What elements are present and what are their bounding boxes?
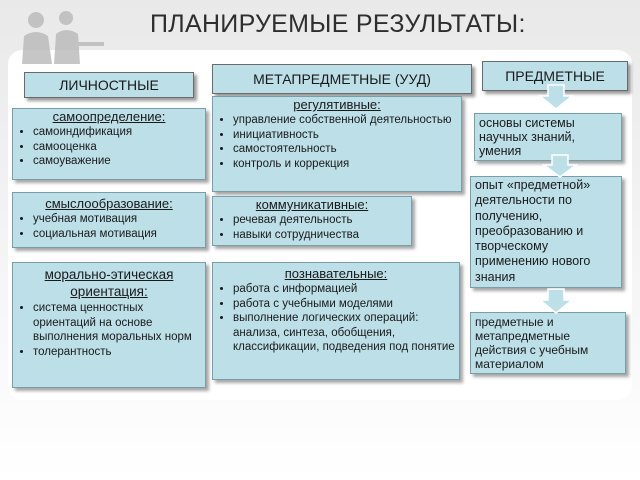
list-item: социальная мотивация [33,227,205,242]
list-item: работа с учебными моделями [233,297,459,312]
section-title: познавательные: [284,266,388,281]
subject-knowledge-basis: основы системы научных знаний, умения [474,113,622,161]
item-list: самоиндификация самооценка самоуважение [13,125,205,169]
arrow-down-icon [538,288,574,314]
list-item: выполнение логических операций: анализа,… [233,311,459,355]
metasubject-cognitive: познавательные: работа с информацией раб… [212,262,460,380]
subject-actions: предметные и метапредметные действия с у… [470,312,626,374]
list-item: учебная мотивация [33,212,205,227]
list-item: самостоятельность [233,142,461,157]
section-title: самоопределение: [52,109,166,124]
list-item: самоиндификация [33,125,205,140]
page-title: ПЛАНИРУЕМЫЕ РЕЗУЛЬТАТЫ: [150,10,526,38]
list-item: система ценностных ориентаций на основе … [33,301,205,345]
metasubject-communicative: коммуникативные: речевая деятельность на… [212,196,412,246]
item-list: учебная мотивация социальная мотивация [13,212,205,241]
list-item: самооценка [33,140,205,155]
subject-text: опыт «предметной» деятельности по получе… [475,178,591,284]
list-item: самоуважение [33,154,205,169]
personal-meaning-formation: смыслообразование: учебная мотивация соц… [12,192,206,248]
section-title: регулятивные: [293,97,381,112]
people-silhouette-icon [22,11,104,64]
section-title: смыслообразование: [45,196,173,211]
list-item: управление собственной деятельностью [233,113,461,128]
section-title: морально-этическая ориентация: [44,267,174,299]
item-list: управление собственной деятельностью ини… [213,113,461,171]
header-subject-label: ПРЕДМЕТНЫЕ [505,68,605,84]
list-item: толерантность [33,345,205,360]
personal-moral-ethical: морально-этическая ориентация: система ц… [12,262,206,388]
header-metasubject: МЕТАПРЕДМЕТНЫЕ (УУД) [212,64,472,94]
item-list: речевая деятельность навыки сотрудничест… [213,213,411,242]
personal-self-determination: самоопределение: самоиндификация самооце… [12,108,206,180]
list-item: навыки сотрудничества [233,228,411,243]
subject-text: основы системы научных знаний, умения [479,116,576,158]
arrow-down-icon [542,154,578,178]
arrow-down-icon [538,84,574,110]
item-list: работа с информацией работа с учебными м… [213,282,459,355]
item-list: система ценностных ориентаций на основе … [13,301,205,359]
section-title: коммуникативные: [255,197,369,212]
header-personal: ЛИЧНОСТНЫЕ [24,72,194,98]
subject-activity-experience: опыт «предметной» деятельности по получе… [470,176,622,288]
list-item: работа с информацией [233,282,459,297]
header-personal-label: ЛИЧНОСТНЫЕ [59,77,159,93]
metasubject-regulatory: регулятивные: управление собственной дея… [212,96,462,192]
list-item: инициативность [233,128,461,143]
subject-text: предметные и метапредметные действия с у… [475,315,589,371]
list-item: контроль и коррекция [233,157,461,172]
header-metasubject-label: МЕТАПРЕДМЕТНЫЕ (УУД) [253,71,431,87]
list-item: речевая деятельность [233,213,411,228]
